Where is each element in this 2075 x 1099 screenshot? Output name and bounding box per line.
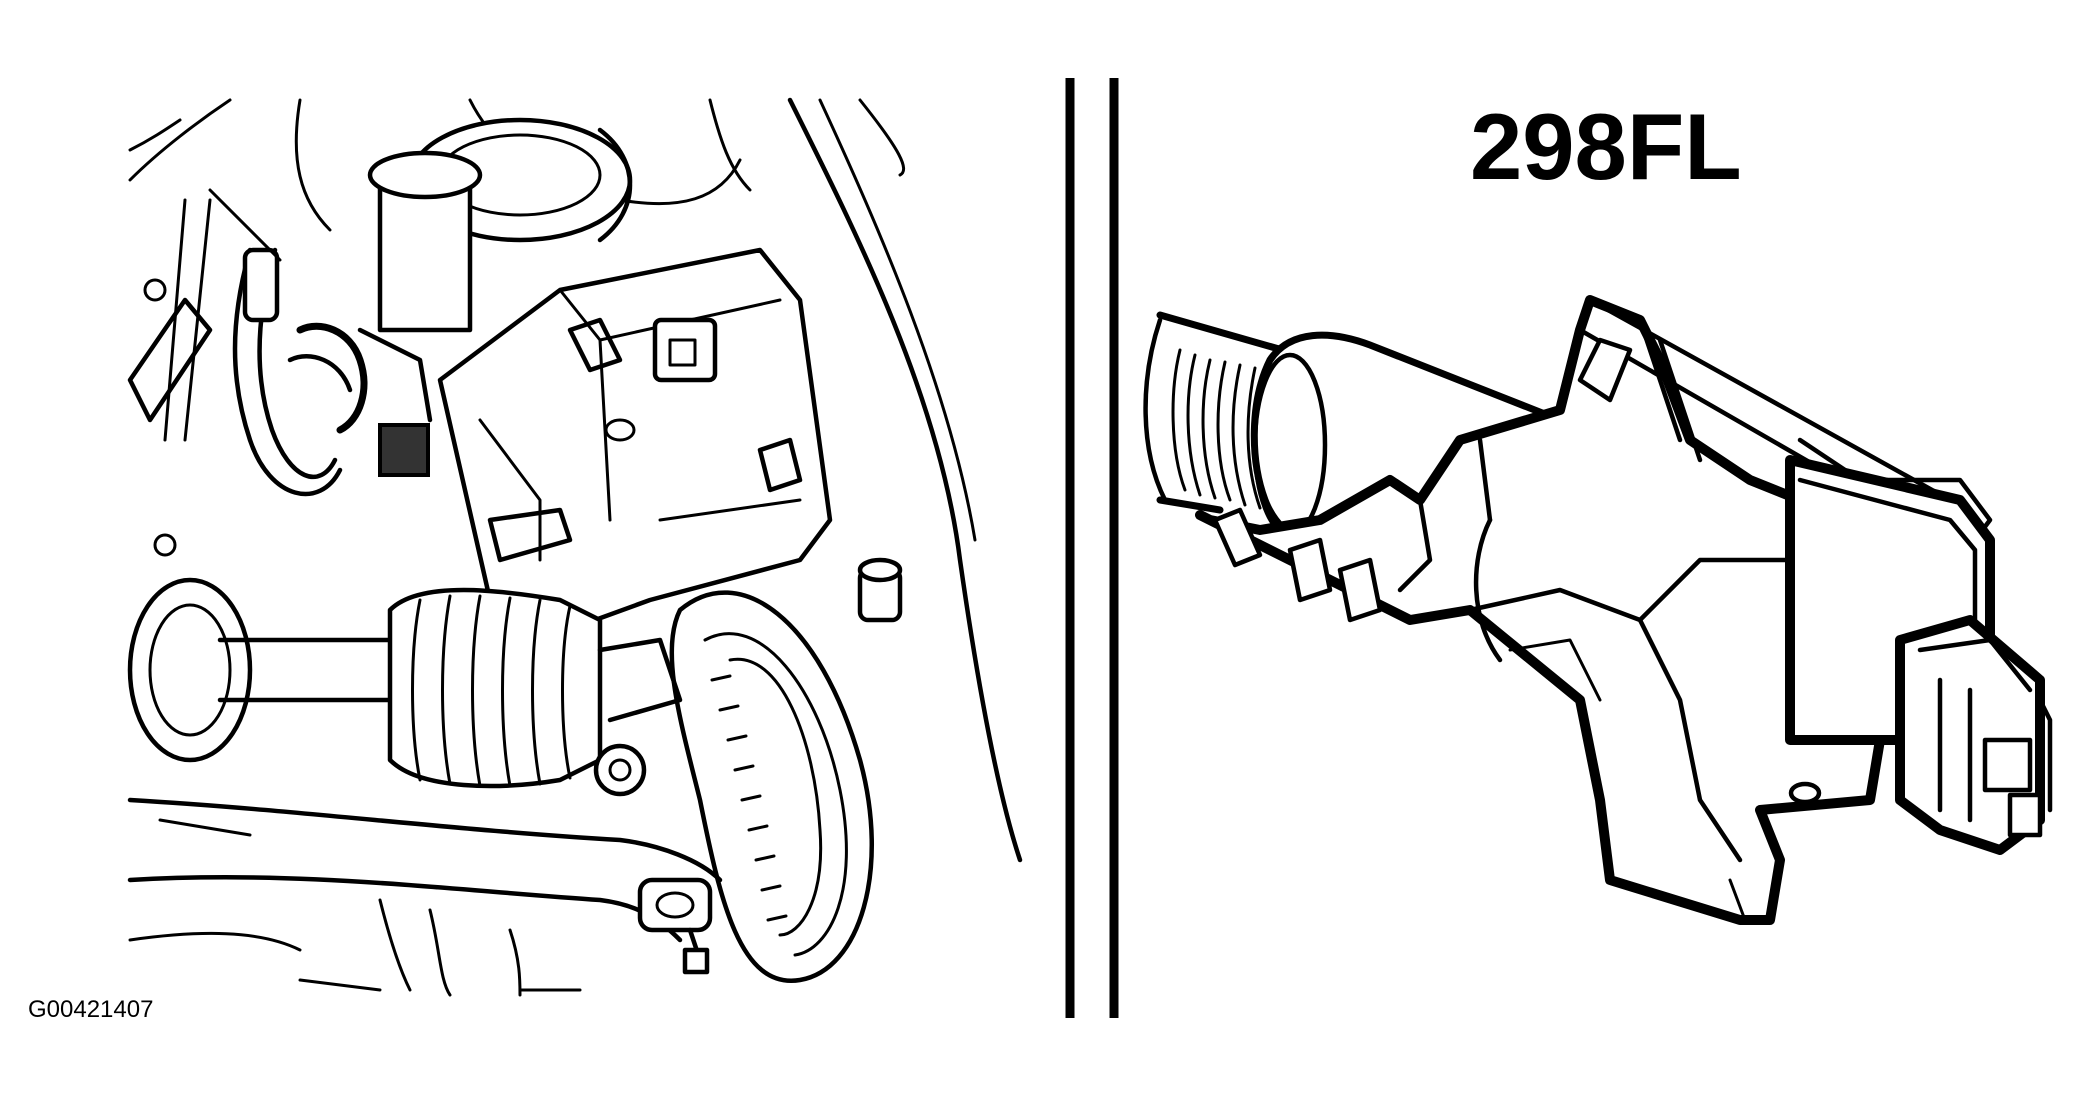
cable-ribs: [1171, 348, 1262, 510]
cv-boot-ribs: [411, 594, 572, 788]
sensor-connector-highlight: [378, 423, 430, 477]
figure-code: G00421407: [28, 996, 154, 1023]
left-panel-illustration: [127, 97, 1023, 997]
rotor-vents: [710, 674, 788, 922]
right-panel-illustration: [1143, 295, 2053, 925]
panel-divider: [1065, 78, 1119, 1018]
callout-label: 298FL: [1470, 94, 1742, 199]
